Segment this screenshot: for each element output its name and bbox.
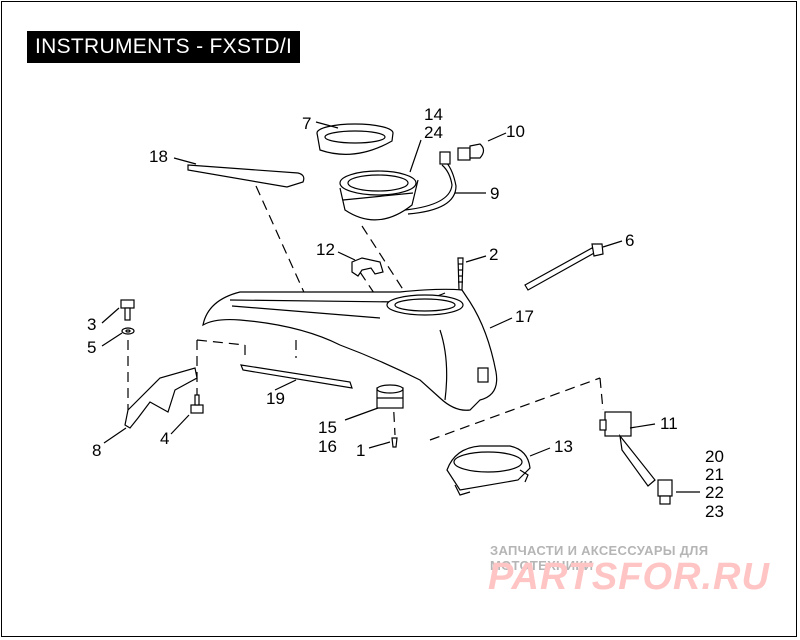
cable-tie-part xyxy=(524,243,604,291)
clip-part xyxy=(351,257,384,277)
callout-6: 6 xyxy=(625,231,634,250)
bracket-screw-part xyxy=(190,394,204,414)
watermark-subtitle: ЗАПЧАСТИ И АКСЕССУАРЫ ДЛЯ МОТОТЕХНИКИ xyxy=(490,543,709,573)
callout-14: 14 xyxy=(424,105,443,124)
bolt-part xyxy=(120,299,135,321)
small-screw-part xyxy=(391,437,398,448)
callout-15: 15 xyxy=(318,418,337,437)
callout-20: 20 xyxy=(705,447,724,466)
socket-part xyxy=(376,384,404,409)
diagram-title: INSTRUMENTS - FXSTD/I xyxy=(27,31,301,63)
callout-23: 23 xyxy=(705,502,724,521)
callout-24: 24 xyxy=(424,123,443,142)
callout-5: 5 xyxy=(87,338,96,357)
console-panel-part xyxy=(202,288,498,411)
callout-13: 13 xyxy=(554,437,573,456)
callout-10: 10 xyxy=(506,122,525,141)
washer-part xyxy=(121,327,135,335)
callout-11: 11 xyxy=(660,414,678,433)
callout-17: 17 xyxy=(515,307,534,326)
callout-19: 19 xyxy=(266,389,285,408)
screw-part xyxy=(457,257,464,291)
switch-part xyxy=(599,411,673,505)
callout-2: 2 xyxy=(489,245,498,264)
base-bezel-part xyxy=(446,445,531,496)
callout-18: 18 xyxy=(149,147,168,166)
callout-22: 22 xyxy=(705,483,724,502)
bezel-ring-part xyxy=(316,123,394,155)
callout-7: 7 xyxy=(302,114,311,133)
callout-numbers: 7 14 24 10 18 9 12 2 6 3 5 17 19 8 4 15 … xyxy=(87,105,724,521)
callout-8: 8 xyxy=(92,441,101,460)
watermark-logo: PARTSFOR.RU xyxy=(488,556,770,598)
leader-lines xyxy=(101,121,700,493)
indicator-bulb-part xyxy=(457,143,485,161)
callout-12: 12 xyxy=(316,240,335,259)
trim-strip-part xyxy=(187,164,305,188)
mounting-bracket-part xyxy=(124,367,198,429)
foam-strip-part xyxy=(240,364,353,389)
callout-1: 1 xyxy=(356,441,365,460)
speedometer-part xyxy=(339,151,457,221)
callout-3: 3 xyxy=(87,315,96,334)
callout-9: 9 xyxy=(490,184,499,203)
callout-21: 21 xyxy=(705,465,724,484)
callout-16: 16 xyxy=(318,437,337,456)
callout-4: 4 xyxy=(160,429,169,448)
